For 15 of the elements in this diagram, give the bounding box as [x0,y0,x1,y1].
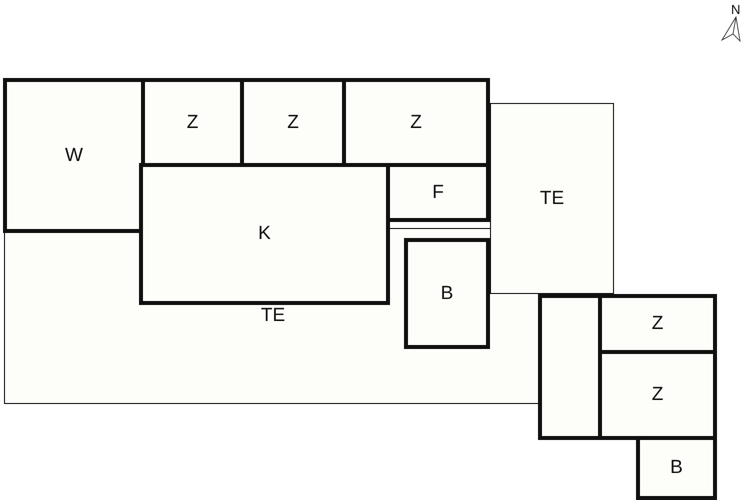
terrace-area [490,103,614,294]
north-label: N [731,2,740,17]
room-label: Z [287,112,299,134]
room-label: W [65,144,83,166]
room-label: F [432,182,444,204]
room-label: Z [410,112,422,134]
room-label: Z [652,384,664,406]
room [139,163,390,305]
room-label: K [258,223,271,245]
room-label: B [440,282,454,304]
room-label: B [670,457,683,479]
terrace-label: TE [540,188,564,210]
room-label: Z [186,112,198,134]
room-label: Z [652,313,664,335]
terrace-label: TE [260,305,286,327]
